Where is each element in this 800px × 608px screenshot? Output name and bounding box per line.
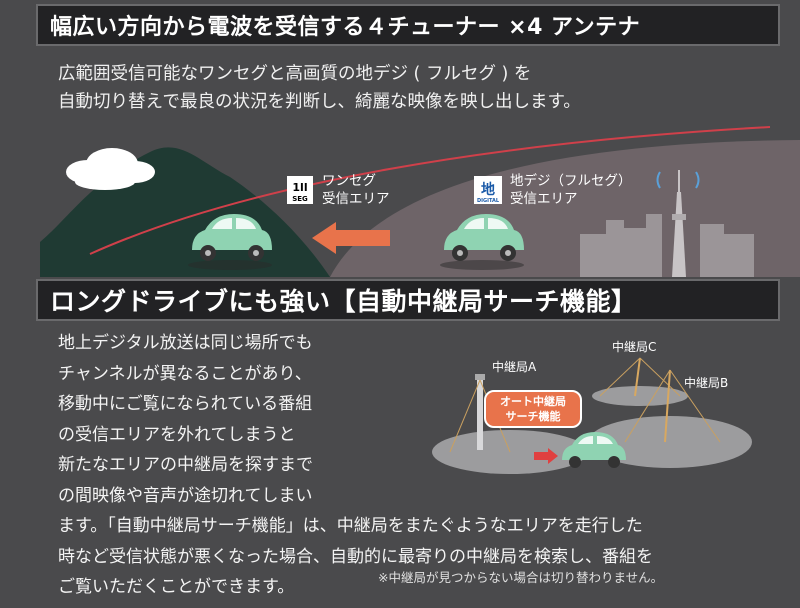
badge-line: オート中継局 [500, 395, 566, 408]
digital-icon-text: 地 [481, 181, 495, 198]
tv-tower [656, 170, 700, 277]
section1-intro: 広範囲受信可能なワンセグと高画質の地デジ ( フルセグ ) を 自動切り替えで最… [58, 60, 581, 116]
relay-station-diagram [432, 357, 752, 474]
badge-line: サーチ機能 [505, 410, 561, 423]
car-digital [440, 214, 524, 270]
body-line: 新たなエリアの中継局を探すまで [58, 455, 313, 475]
relay-c-label: 中継局C [612, 340, 657, 354]
relay-tower-c [599, 357, 681, 397]
body-line: ます。「自動中継局サーチ機能」は、中継局をまたぐようなエリアを走行した [58, 516, 643, 536]
relay-car [562, 432, 626, 468]
body-line: の間映像や音声が途切れてしまい [58, 485, 313, 506]
label-line: 受信エリア [510, 191, 578, 207]
footnote: ※中継局が見つからない場合は切り替わりません。 [378, 570, 664, 585]
body-line: の受信エリアを外れてしまうと [58, 424, 296, 445]
car-oneseg [188, 214, 272, 270]
label-line: 受信エリア [322, 191, 390, 207]
reception-area-illustration: 1ll SEG 地 DIGITAL [40, 126, 800, 277]
direction-arrow [312, 222, 390, 254]
section2-title: ロングドライブにも強い【自動中継局サーチ機能】 [38, 281, 778, 319]
label-line: 地デジ（フルセグ） [510, 173, 632, 189]
oneseg-icon-text: SEG [292, 195, 308, 203]
label-line: ワンセグ [322, 173, 376, 189]
cloud [66, 148, 155, 190]
relay-b-label: 中継局B [684, 376, 729, 390]
digital-terrestrial-icon: 地 DIGITAL [474, 176, 502, 204]
oneseg-icon: 1ll SEG [287, 176, 313, 204]
relay-arrow [534, 448, 558, 464]
relay-tower-b [624, 369, 721, 443]
oneseg-icon-text: 1ll [292, 181, 307, 194]
digital-area-label: 地デジ（フルセグ） 受信エリア [510, 172, 632, 208]
intro-line: 広範囲受信可能なワンセグと高画質の地デジ ( フルセグ ) を [58, 64, 532, 84]
section2-body: 地上デジタル放送は同じ場所でも チャンネルが異なることがあり、 移動中にご覧にな… [58, 328, 653, 603]
intro-line: 自動切り替えで最良の状況を判断し、綺麗な映像を映し出します。 [58, 92, 581, 112]
body-line: ご覧いただくことができます。 [58, 577, 295, 597]
city-skyline [580, 214, 754, 277]
body-line: 移動中にご覧になられている番組 [58, 394, 313, 414]
digital-icon-text: DIGITAL [477, 198, 500, 204]
auto-relay-search-badge: オート中継局 サーチ機能 [484, 390, 582, 428]
relay-a-label: 中継局A [492, 360, 537, 374]
body-line: 時など受信状態が悪くなった場合、自動的に最寄りの中継局を検索し、番組を [58, 546, 653, 567]
oneseg-area-label: ワンセグ 受信エリア [322, 172, 390, 208]
body-line: 地上デジタル放送は同じ場所でも [58, 333, 313, 353]
signal-curve [89, 126, 771, 255]
coverage-area-c [592, 386, 688, 406]
section1-title: 幅広い方向から電波を受信する４チューナー ×4 アンテナ [38, 6, 778, 44]
body-line: チャンネルが異なることがあり、 [58, 363, 312, 384]
